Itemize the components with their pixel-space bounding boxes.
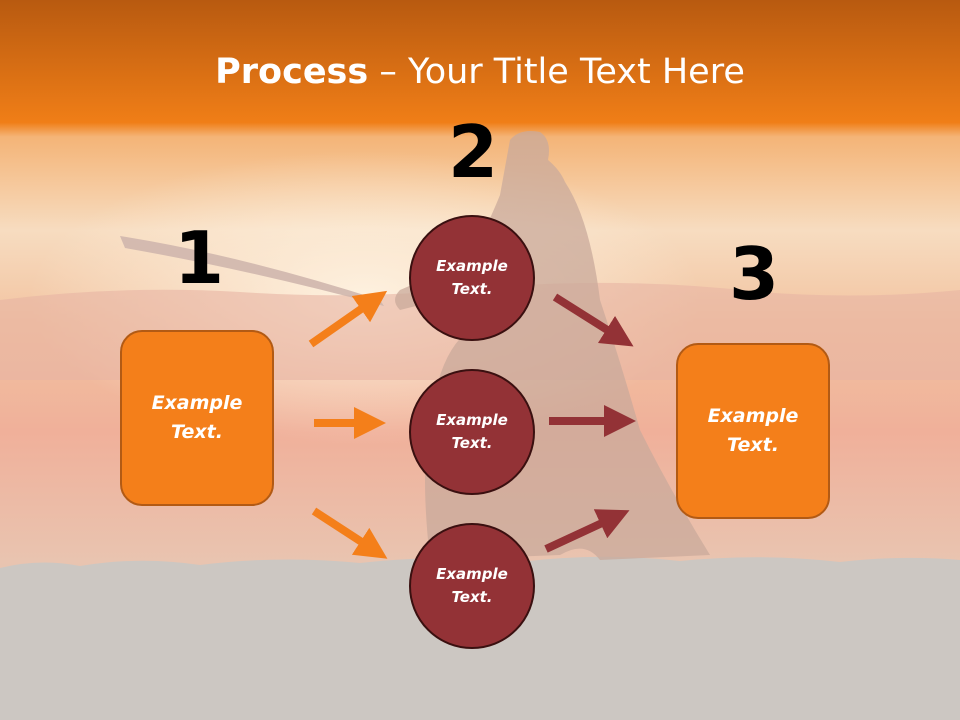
arrow-bottom-to-3 [544, 509, 630, 553]
step-2-circle-top: Example Text. [409, 215, 535, 341]
page-title: Process – Your Title Text Here [0, 52, 960, 92]
step-number-2: 2 [447, 110, 499, 194]
step-number-1: 1 [173, 216, 225, 300]
step-1-box: Example Text. [120, 330, 274, 506]
step-2-circle-middle: Example Text. [409, 369, 535, 495]
step-2-circle-bottom: Example Text. [409, 523, 535, 649]
arrow-top-to-3 [552, 293, 634, 347]
arrow-1-to-top [308, 290, 388, 348]
step-number-3: 3 [728, 232, 780, 316]
title-rest: – Your Title Text Here [368, 52, 745, 92]
arrow-1-to-bottom [311, 507, 388, 559]
title-bold: Process [215, 52, 369, 92]
step-3-box: Example Text. [676, 343, 830, 519]
